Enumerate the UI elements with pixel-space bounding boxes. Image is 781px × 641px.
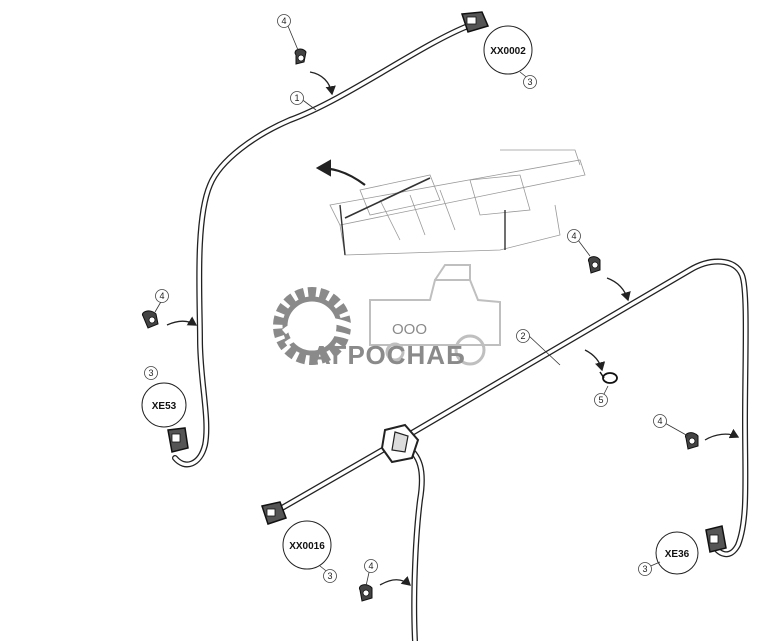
connector-plug-icon	[460, 11, 490, 33]
clip-icon	[294, 48, 336, 96]
svg-text:4: 4	[281, 16, 286, 26]
callout: 4	[653, 414, 667, 428]
svg-text:4: 4	[368, 561, 373, 571]
svg-text:3: 3	[527, 77, 532, 87]
callout: 2	[516, 329, 530, 343]
callout: 1	[290, 91, 304, 105]
connector-plug-icon	[705, 525, 727, 553]
svg-text:4: 4	[657, 416, 662, 426]
svg-text:3: 3	[148, 368, 153, 378]
watermark-prefix: ООО	[392, 321, 427, 338]
connector-label-xe36: XE36	[655, 531, 699, 575]
clip-icon	[684, 428, 740, 450]
callout: 4	[364, 559, 378, 573]
connector-label-xe53: XE53	[141, 382, 187, 428]
callout: 3	[523, 75, 537, 89]
connector-id: XE36	[665, 549, 690, 560]
machine-sketch	[315, 149, 586, 256]
callout: 5	[594, 393, 608, 407]
connector-label-xx0002: XX0002	[483, 25, 533, 75]
watermark: ООО АГРОСНАБ	[248, 256, 530, 371]
gear-logo-icon	[273, 287, 358, 365]
svg-text:4: 4	[571, 231, 576, 241]
callout: 3	[323, 569, 337, 583]
callout: 3	[638, 562, 652, 576]
connector-label-xx0016: XX0016	[282, 520, 332, 570]
connector-id: XX0016	[289, 541, 325, 552]
watermark-company-name: АГРОСНАБ	[312, 340, 466, 370]
svg-text:4: 4	[159, 291, 164, 301]
harness-2	[272, 258, 749, 641]
connector-plug-icon	[167, 427, 189, 453]
svg-text:3: 3	[642, 564, 647, 574]
svg-text:5: 5	[598, 395, 603, 405]
callout: 4	[277, 14, 291, 28]
svg-text:3: 3	[327, 571, 332, 581]
connector-id: XX0002	[490, 46, 526, 57]
hose-clamp-icon	[584, 349, 618, 384]
connector-id: XE53	[152, 401, 177, 412]
callout: 3	[144, 366, 158, 380]
harness-1	[172, 23, 471, 468]
clip-icon	[587, 256, 631, 302]
connector-plug-icon	[261, 501, 287, 525]
clip-icon	[141, 310, 198, 329]
callout: 4	[567, 229, 581, 243]
combine-harvester-icon	[369, 264, 501, 366]
callout: 4	[155, 289, 169, 303]
svg-text:1: 1	[294, 93, 299, 103]
svg-text:2: 2	[520, 331, 525, 341]
leader-lines	[154, 25, 689, 587]
